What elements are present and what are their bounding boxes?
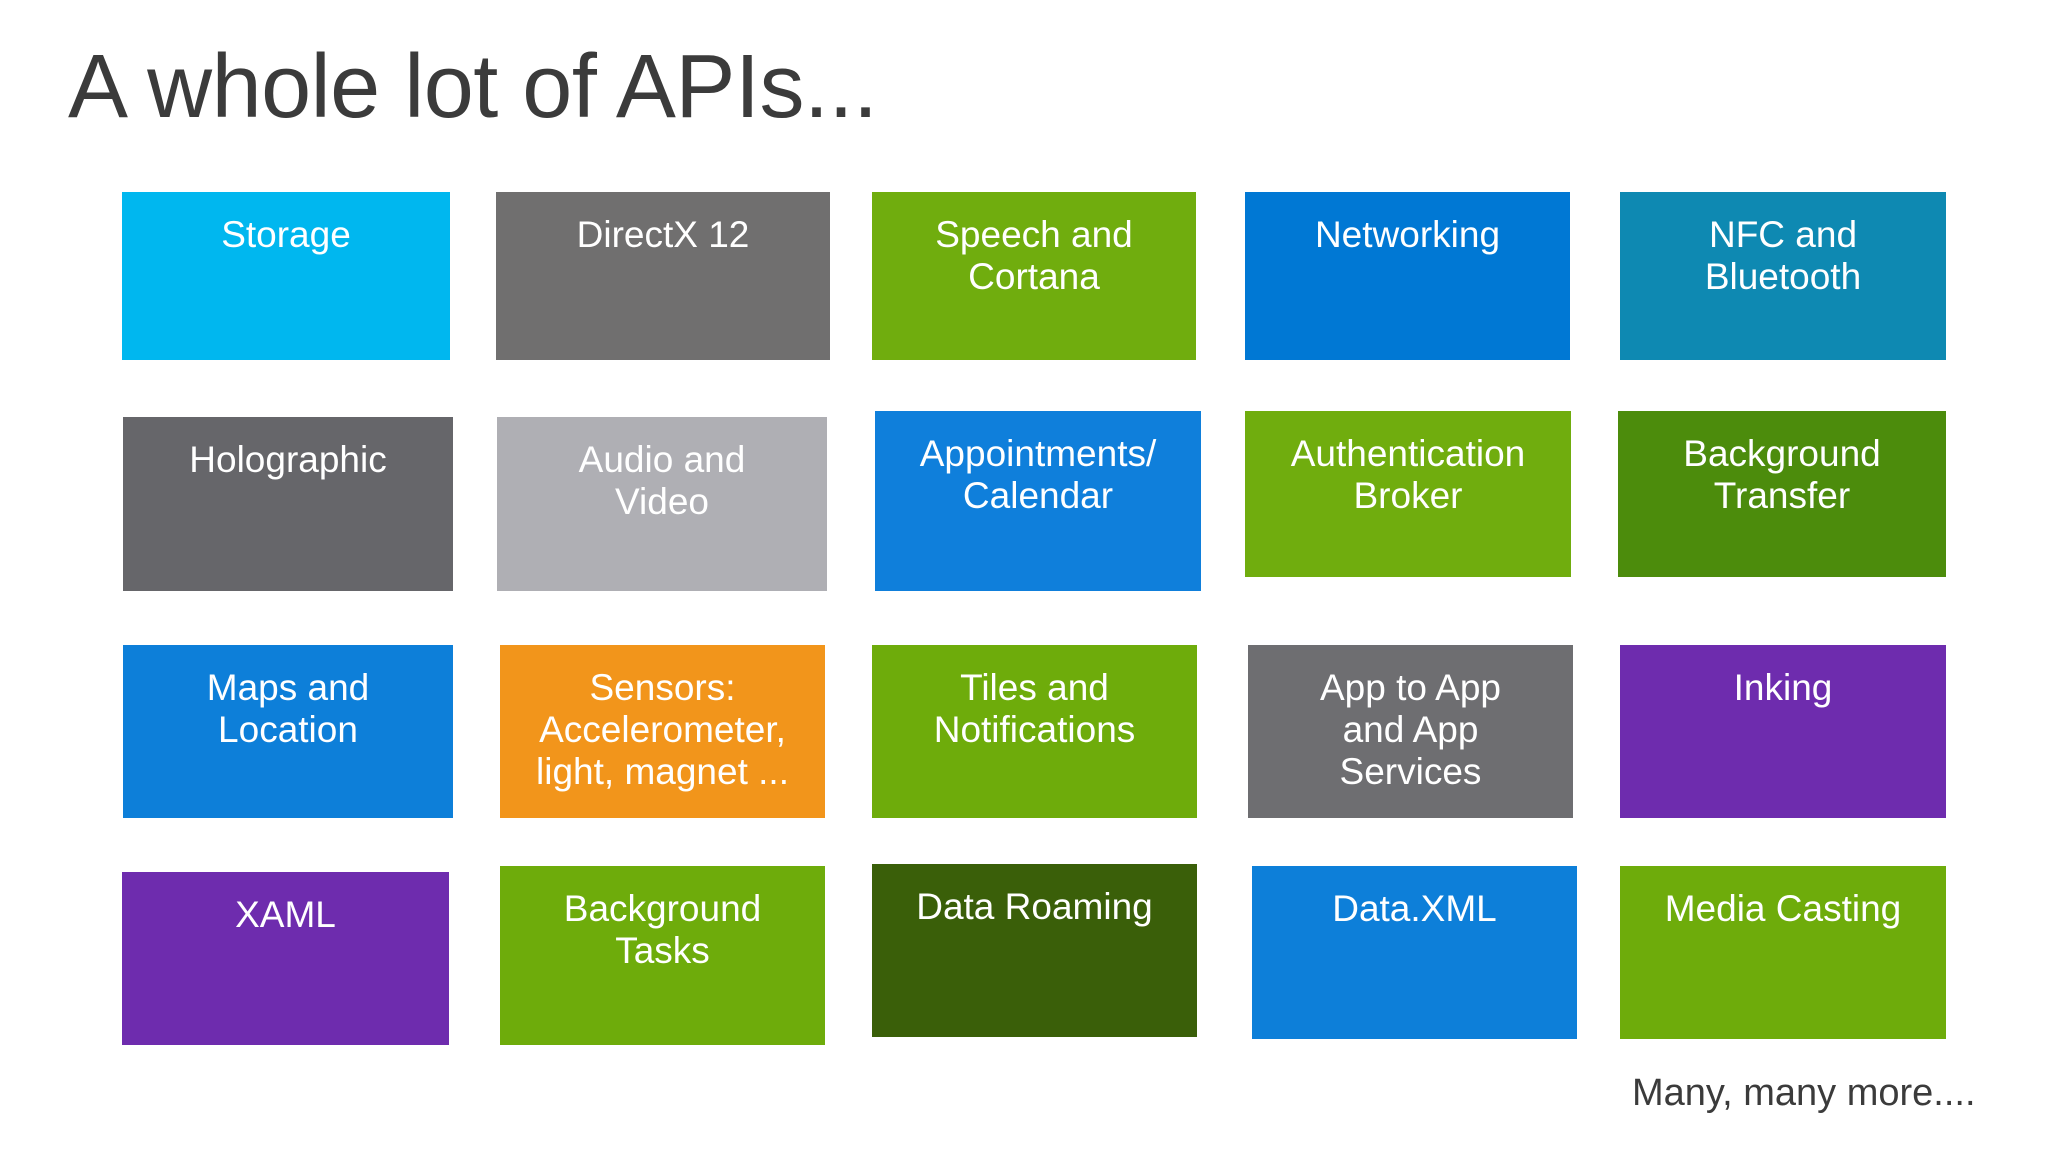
api-tile[interactable]: Data.XML [1252,866,1577,1039]
api-tile-label: Sensors: Accelerometer, light, magnet ..… [536,667,789,793]
api-tile-label: Speech and Cortana [935,214,1133,298]
api-tile-label: Media Casting [1664,888,1902,929]
api-tile[interactable]: Inking [1620,645,1946,818]
api-tile-label: Inking [1733,667,1833,708]
api-tile-label: Tiles and Notifications [933,667,1136,751]
api-tile[interactable]: XAML [122,872,449,1045]
api-tile[interactable]: DirectX 12 [496,192,830,360]
api-tile-label: Audio and Video [578,439,746,523]
footnote-text: Many, many more.... [1632,1072,1976,1114]
api-tile-label: Background Transfer [1683,433,1881,517]
api-tile-label: DirectX 12 [576,214,750,255]
api-tile[interactable]: Storage [122,192,450,360]
api-tile-label: Appointments/ Calendar [919,433,1157,517]
api-tile[interactable]: Authentication Broker [1245,411,1571,577]
api-tile-label: Holographic [189,439,387,480]
api-tile[interactable]: Maps and Location [123,645,453,818]
api-tile-label: Data.XML [1332,888,1497,929]
api-tile[interactable]: Networking [1245,192,1570,360]
api-tile[interactable]: Appointments/ Calendar [875,411,1201,591]
page-title: A whole lot of APIs... [68,37,878,137]
api-tile-label: Authentication Broker [1290,433,1526,517]
api-tile-label: Maps and Location [206,667,370,751]
api-tile[interactable]: NFC and Bluetooth [1620,192,1946,360]
api-tile[interactable]: Audio and Video [497,417,827,591]
api-tile[interactable]: Speech and Cortana [872,192,1196,360]
api-tile-label: Storage [221,214,351,255]
api-tile[interactable]: Holographic [123,417,453,591]
api-tile[interactable]: Tiles and Notifications [872,645,1197,818]
api-tile-label: XAML [235,894,336,935]
api-tile[interactable]: Media Casting [1620,866,1946,1039]
api-tile-label: Data Roaming [916,886,1153,927]
api-tile[interactable]: Data Roaming [872,864,1197,1037]
api-tile-label: NFC and Bluetooth [1704,214,1862,298]
api-tile[interactable]: Background Transfer [1618,411,1946,577]
api-tile[interactable]: App to App and App Services [1248,645,1573,818]
api-tile-label: App to App and App Services [1319,667,1502,793]
api-tile[interactable]: Background Tasks [500,866,825,1045]
api-tile-label: Networking [1314,214,1501,255]
api-tile[interactable]: Sensors: Accelerometer, light, magnet ..… [500,645,825,818]
api-tile-label: Background Tasks [563,888,762,972]
